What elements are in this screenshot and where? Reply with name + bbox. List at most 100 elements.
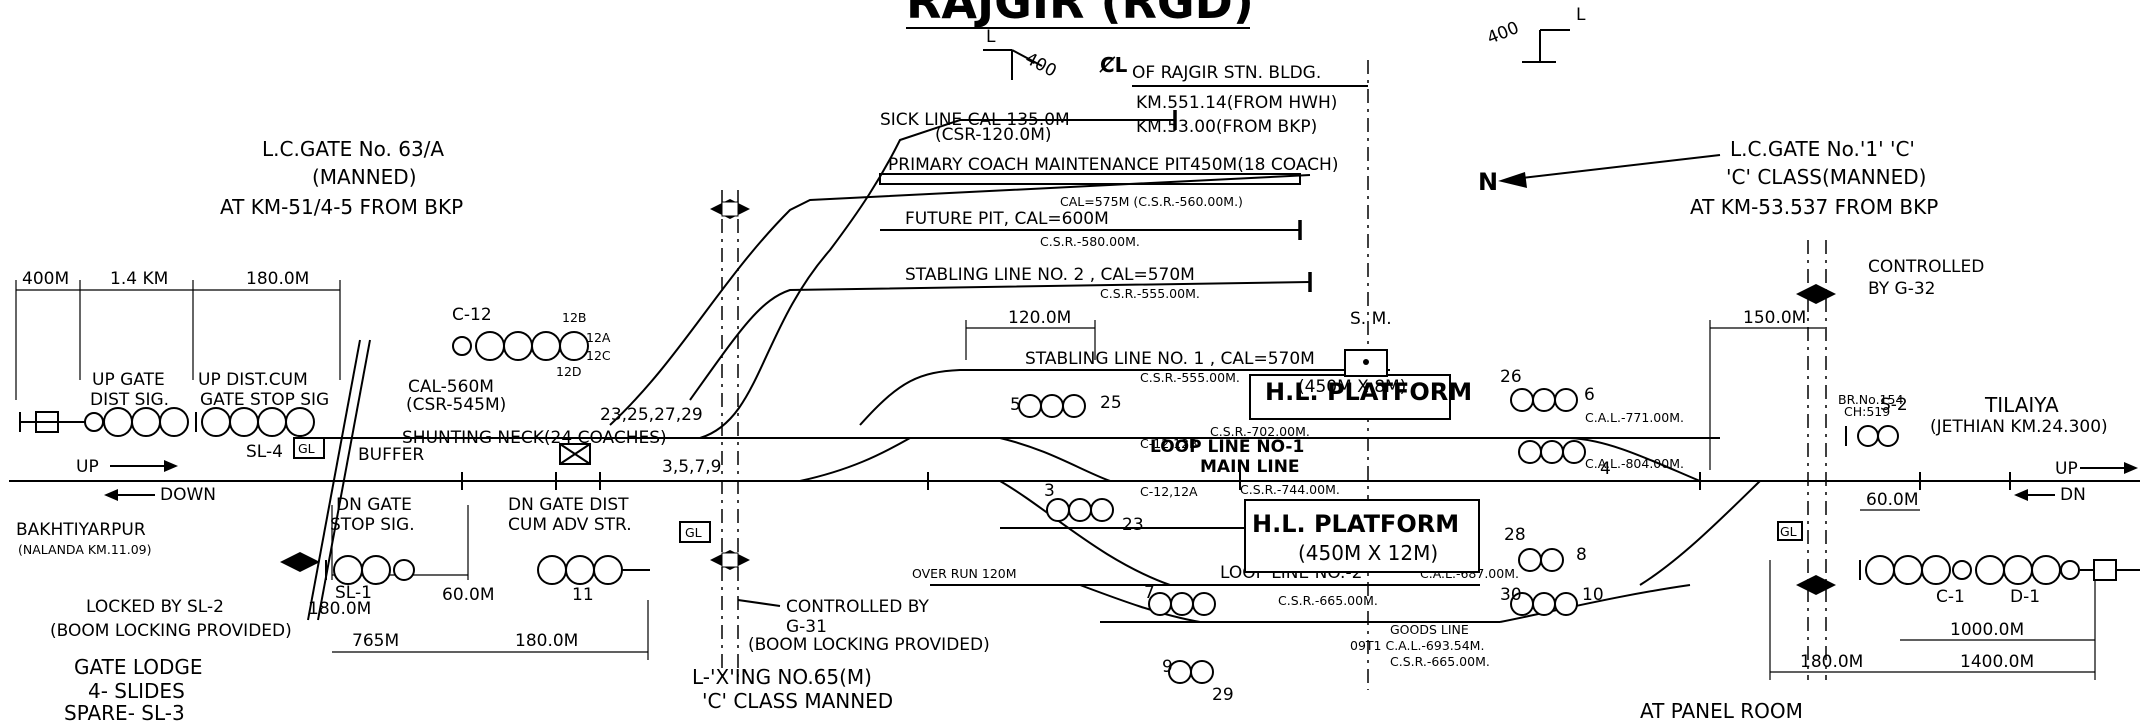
svg-text:12B: 12B [562,310,586,325]
pcm-line [609,174,1311,426]
boom-locking-g31: (BOOM LOCKING PROVIDED) [748,635,990,655]
locked-by-sl2: LOCKED BY SL-2 [86,597,224,617]
svg-text:UP: UP [2055,459,2078,479]
curve-marker-right: L 400 [1484,5,1586,63]
pcm-label: PRIMARY COACH MAINTENANCE PIT450M(18 COA… [888,155,1338,175]
crossover-57b [799,437,911,482]
svg-text:23: 23 [1122,515,1144,535]
svg-text:UP DIST.CUM: UP DIST.CUM [198,370,308,390]
svg-text:CUM ADV STR.: CUM ADV STR. [508,515,632,535]
lc-gate-right-label: L.C.GATE No.'1' 'C' 'C' CLASS(MANNED) AT… [1690,137,1938,219]
svg-text:8: 8 [1576,545,1587,565]
bridge-chainage: CH:519 [1844,404,1890,419]
gl-box-right: GL [1777,521,1803,541]
lc-gate-1c [1796,240,1836,680]
svg-text:GL: GL [685,525,702,540]
svg-text:30: 30 [1500,585,1522,605]
dn-gate-stop-signal: DN GATE STOP SIG. SL-1 [325,495,415,603]
svg-text:L.C.GATE No. 63/A: L.C.GATE No. 63/A [262,137,444,161]
svg-text:DIST SIG.: DIST SIG. [90,390,169,410]
sick-line [699,119,1175,439]
svg-text:9: 9 [1162,657,1173,677]
svg-text:STOP SIG.: STOP SIG. [330,515,415,535]
svg-text:180.0M: 180.0M [308,599,371,619]
svg-text:(JETHIAN KM.24.300): (JETHIAN KM.24.300) [1930,417,2108,437]
gl-box-centre: GL [679,521,711,543]
dn-gate-dist-signal: DN GATE DIST CUM ADV STR. 11 [508,495,650,605]
controlled-g32-line2: BY G-32 [1868,279,1935,299]
svg-text:60.0M: 60.0M [1866,490,1919,510]
svg-text:400: 400 [1022,49,1060,82]
svg-text:L: L [986,27,996,47]
svg-text:N: N [1478,168,1498,196]
up-gate-dist-signal: UP GATE DIST SIG. [19,370,189,437]
csr-545: (CSR-545M) [406,395,506,415]
route-c12-12a: C-12,12A [1140,484,1198,499]
route-23-29: 23,25,27,29 [600,405,703,425]
svg-text:60.0M: 60.0M [442,585,495,605]
svg-text:765M: 765M [352,631,399,651]
svg-text:SL-1: SL-1 [335,583,372,603]
svg-text:S-2: S-2 [1880,395,1908,415]
lc-xing-65 [710,190,750,680]
signal-cluster-10: 30 10 [1500,585,1604,616]
km-from-hwh: KM.551.14(FROM HWH) [1136,93,1337,113]
dim-120: 120.0M [965,308,1096,360]
north-arrow-icon: N [1478,154,1721,196]
buffer-label: BUFFER [358,445,424,465]
stabling-2-csr: C.S.R.-555.00M. [1100,286,1200,301]
svg-text:25: 25 [1100,393,1122,413]
svg-text:AT KM-51/4-5 FROM BKP: AT KM-51/4-5 FROM BKP [220,195,463,219]
svg-text:12D: 12D [556,364,582,379]
crossover-53 [1499,584,1691,623]
panel-room-label: AT PANEL ROOM [1640,699,1803,723]
dim-top-left: 400M 1.4 KM 180.0M [15,269,341,400]
direction-up-down: UP DOWN [76,457,216,505]
crossover-56b [999,437,1111,482]
svg-text:GL: GL [1780,524,1797,539]
direction-up-right: UP DN [2014,459,2138,505]
signal-cluster-6: 26 6 [1500,367,1595,412]
crossover-51 [1569,437,1701,482]
crossover-55 [999,480,1171,586]
km-from-bkp: KM.53.00(FROM BKP) [1136,117,1317,137]
svg-text:7: 7 [1144,583,1155,603]
hl-platform-2: H.L. PLATFORM (450M X 12M) [1244,499,1480,573]
stabling-1-label: STABLING LINE NO. 1 , CAL=570M [1025,349,1315,369]
svg-text:C-1: C-1 [1936,587,1965,607]
crossover-52 [1639,480,1761,586]
route-c12-12b: C-12,12B [1140,436,1198,451]
controlled-g32-line1: CONTROLLED [1868,257,1984,277]
svg-text:SL-4: SL-4 [246,442,283,462]
shunting-buffer-icon [559,443,591,465]
svg-text:DN GATE DIST: DN GATE DIST [508,495,629,515]
svg-text:DN: DN [2060,485,2086,505]
main-cal: C.A.L.-804.00M. [1585,456,1684,471]
svg-text:26: 26 [1500,367,1522,387]
cal-560: CAL-560M [408,377,494,397]
svg-text:TILAIYA: TILAIYA [1984,393,2059,417]
up-dist-cum-gate-stop-signal: UP DIST.CUM GATE STOP SIG SL-4 GL [195,370,329,462]
nalanda-label: (NALANDA KM.11.09) [18,542,151,557]
bakhtiyarpur-label: BAKHTIYARPUR [16,520,146,540]
main-line-track-circuit-marks [461,472,2011,490]
svg-text:H.L. PLATFORM: H.L. PLATFORM [1252,510,1459,538]
controlled-g31-line1: CONTROLLED BY [786,597,929,617]
svg-text:3: 3 [1044,481,1055,501]
stabling-2-label: STABLING LINE NO. 2 , CAL=570M [905,265,1195,285]
svg-text:S. M.: S. M. [1350,309,1392,329]
svg-text:C-12: C-12 [452,305,492,325]
dim-bottom-right: 60.0M 1000.0M 180.0M 1400.0M [1769,490,2096,680]
stabling-line-2 [689,281,1311,401]
svg-text:DOWN: DOWN [160,485,216,505]
lxing-class-label: 'C' CLASS MANNED [702,689,893,713]
svg-text:1.4 KM: 1.4 KM [110,269,168,289]
svg-text:12A: 12A [586,330,611,345]
svg-text:400M: 400M [22,269,69,289]
svg-text:1000.0M: 1000.0M [1950,620,2024,640]
svg-text:5: 5 [1010,395,1021,415]
station-centre-label: OF RAJGIR STN. BLDG. [1132,63,1321,83]
curve-marker-left: L 400 [983,27,1060,82]
lc-gate-left-label: L.C.GATE No. 63/A (MANNED) AT KM-51/4-5 … [220,137,463,219]
overrun-label: OVER RUN 120M [912,566,1017,581]
